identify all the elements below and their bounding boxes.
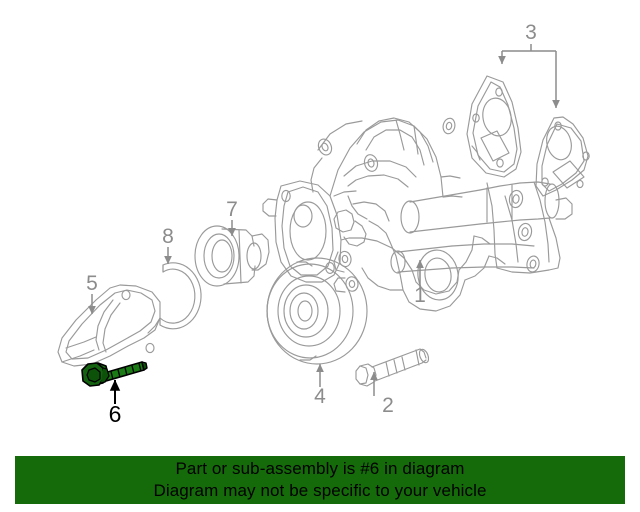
callout-label-2: 2 xyxy=(382,394,394,417)
exploded-parts-illustration: 1 2 3 4 5 6 7 8 xyxy=(57,21,590,427)
part-water-pump-bolt-highlighted xyxy=(81,361,148,387)
part-callout-banner: Part or sub-assembly is #6 in diagram Di… xyxy=(15,456,625,504)
part-snap-ring xyxy=(159,262,202,330)
callout-label-3: 3 xyxy=(525,21,537,44)
callout-leaders xyxy=(88,44,560,404)
part-thermostat xyxy=(194,225,270,287)
leader-arrow-3 xyxy=(498,44,560,109)
callout-label-4: 4 xyxy=(314,385,326,408)
banner-line-primary: Part or sub-assembly is #6 in diagram xyxy=(175,459,465,478)
callout-label-7: 7 xyxy=(226,198,238,221)
part-gasket-lower xyxy=(535,116,590,197)
part-water-pump-body xyxy=(262,117,573,312)
callout-label-1: 1 xyxy=(414,284,426,307)
part-water-inlet-housing xyxy=(57,284,161,367)
callout-label-5: 5 xyxy=(86,272,98,295)
callout-labels: 1 2 3 4 5 6 7 8 xyxy=(86,21,537,427)
part-gasket-upper xyxy=(466,75,522,178)
callout-label-6: 6 xyxy=(109,401,122,427)
parts-diagram-canvas: 1 2 3 4 5 6 7 8 xyxy=(57,21,590,427)
part-pulley-bolt xyxy=(355,348,430,387)
callout-label-8: 8 xyxy=(162,225,174,248)
part-water-pump-pulley xyxy=(266,257,368,365)
banner-line-secondary: Diagram may not be specific to your vehi… xyxy=(153,481,487,500)
